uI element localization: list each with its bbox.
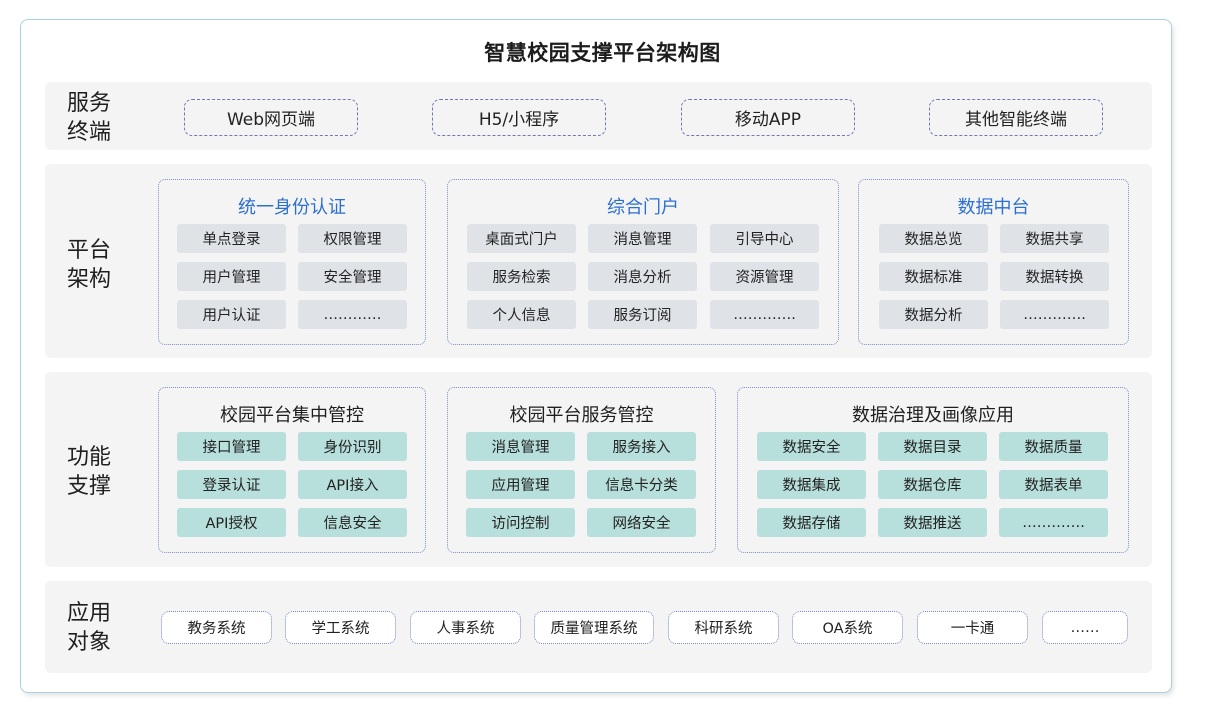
diagram-title: 智慧校园支撑平台架构图 [484, 41, 721, 65]
chip-personal-info[interactable]: 个人信息 [467, 300, 576, 329]
panel-central-control: 校园平台集中管控 接口管理 身份识别 登录认证 API接入 API授权 信息安全 [158, 387, 426, 553]
chip-ellipsis[interactable]: …………. [710, 300, 819, 329]
chip-data-integration[interactable]: 数据集成 [757, 470, 866, 499]
chip-service-search[interactable]: 服务检索 [467, 262, 576, 291]
chip-data-overview[interactable]: 数据总览 [879, 224, 988, 253]
row-label-line: 服务 [67, 91, 112, 116]
row-label-app-objects: 应用 对象 [67, 599, 123, 657]
chip-ellipsis[interactable]: …………. [999, 508, 1108, 537]
chip-single-sign-on[interactable]: 单点登录 [177, 224, 286, 253]
chip-user-auth[interactable]: 用户认证 [177, 300, 286, 329]
panel-title: 数据治理及画像应用 [852, 405, 1014, 426]
chip-data-security[interactable]: 数据安全 [757, 432, 866, 461]
chip-data-standard[interactable]: 数据标准 [879, 262, 988, 291]
object-hr-system[interactable]: 人事系统 [410, 611, 521, 644]
object-student-affairs-system[interactable]: 学工系统 [285, 611, 396, 644]
chip-ellipsis[interactable]: …………. [1000, 300, 1109, 329]
chip-data-push[interactable]: 数据推送 [878, 508, 987, 537]
object-academic-system[interactable]: 教务系统 [161, 611, 272, 644]
panel-title: 统一身份认证 [238, 197, 346, 218]
chip-message-mgmt[interactable]: 消息管理 [588, 224, 697, 253]
chip-resource-mgmt[interactable]: 资源管理 [710, 262, 819, 291]
row-platform: 平台 架构 统一身份认证 单点登录 权限管理 用户管理 安全管理 用户认证 ……… [45, 164, 1152, 358]
row-label-line: 功能 [67, 445, 112, 470]
chip-data-warehouse[interactable]: 数据仓库 [878, 470, 987, 499]
panel-title: 数据中台 [957, 197, 1030, 218]
panel-title: 综合门户 [607, 197, 679, 218]
chip-user-mgmt[interactable]: 用户管理 [177, 262, 286, 291]
terminal-other[interactable]: 其他智能终端 [929, 99, 1103, 136]
row-label-line: 终端 [67, 120, 112, 145]
panel-service-control: 校园平台服务管控 消息管理 服务接入 应用管理 信息卡分类 访问控制 网络安全 [447, 387, 716, 553]
chip-network-security[interactable]: 网络安全 [587, 508, 696, 537]
object-ellipsis[interactable]: …… [1042, 611, 1128, 644]
chip-data-storage[interactable]: 数据存储 [757, 508, 866, 537]
chip-app-mgmt[interactable]: 应用管理 [466, 470, 575, 499]
panel-unified-identity: 统一身份认证 单点登录 权限管理 用户管理 安全管理 用户认证 ………… [158, 179, 426, 345]
panel-data-middle: 数据中台 数据总览 数据共享 数据标准 数据转换 数据分析 …………. [858, 179, 1129, 345]
panel-data-governance: 数据治理及画像应用 数据安全 数据目录 数据质量 数据集成 数据仓库 数据表单 … [737, 387, 1129, 553]
chip-data-convert[interactable]: 数据转换 [1000, 262, 1109, 291]
chip-service-subscribe[interactable]: 服务订阅 [588, 300, 697, 329]
chip-info-security[interactable]: 信息安全 [298, 508, 407, 537]
panel-portal: 综合门户 桌面式门户 消息管理 引导中心 服务检索 消息分析 资源管理 个人信息… [447, 179, 839, 345]
panel-title: 校园平台集中管控 [220, 405, 364, 426]
object-research-system[interactable]: 科研系统 [668, 611, 779, 644]
chip-interface-mgmt[interactable]: 接口管理 [177, 432, 286, 461]
object-oa-system[interactable]: OA系统 [792, 611, 903, 644]
row-label-line: 应用 [67, 601, 112, 626]
chip-access-control[interactable]: 访问控制 [466, 508, 575, 537]
chip-permission-mgmt[interactable]: 权限管理 [298, 224, 407, 253]
row-label-line: 支撑 [67, 474, 112, 499]
chip-service-access[interactable]: 服务接入 [587, 432, 696, 461]
chip-ellipsis[interactable]: ………… [298, 300, 407, 329]
terminal-web[interactable]: Web网页端 [184, 99, 358, 136]
row-service-terminals: 服务 终端 Web网页端 H5/小程序 移动APP 其他智能终端 [45, 82, 1152, 150]
chip-data-share[interactable]: 数据共享 [1000, 224, 1109, 253]
row-label-line: 平台 [67, 238, 112, 263]
chip-identity-recognition[interactable]: 身份识别 [298, 432, 407, 461]
object-quality-mgmt-system[interactable]: 质量管理系统 [534, 611, 654, 644]
chip-message-analysis[interactable]: 消息分析 [588, 262, 697, 291]
row-label-platform: 平台 架构 [67, 236, 123, 294]
chip-data-form[interactable]: 数据表单 [999, 470, 1108, 499]
terminal-mobile-app[interactable]: 移动APP [681, 99, 855, 136]
chip-data-quality[interactable]: 数据质量 [999, 432, 1108, 461]
chip-data-catalog[interactable]: 数据目录 [878, 432, 987, 461]
row-label-service-terminals: 服务 终端 [67, 89, 123, 147]
row-label-functions: 功能 支撑 [67, 443, 123, 501]
chip-message-mgmt[interactable]: 消息管理 [466, 432, 575, 461]
row-label-line: 对象 [67, 630, 112, 655]
chip-security-mgmt[interactable]: 安全管理 [298, 262, 407, 291]
row-functions: 功能 支撑 校园平台集中管控 接口管理 身份识别 登录认证 API接入 API授… [45, 372, 1152, 567]
terminal-h5[interactable]: H5/小程序 [432, 99, 606, 136]
panel-title: 校园平台服务管控 [509, 405, 654, 426]
row-label-line: 架构 [67, 267, 112, 292]
chip-info-card-category[interactable]: 信息卡分类 [587, 470, 696, 499]
chip-desktop-portal[interactable]: 桌面式门户 [467, 224, 576, 253]
chip-login-auth[interactable]: 登录认证 [177, 470, 286, 499]
chip-api-access[interactable]: API接入 [298, 470, 407, 499]
chip-guide-center[interactable]: 引导中心 [710, 224, 819, 253]
chip-data-analysis[interactable]: 数据分析 [879, 300, 988, 329]
chip-api-authorize[interactable]: API授权 [177, 508, 286, 537]
object-one-card[interactable]: 一卡通 [917, 611, 1028, 644]
